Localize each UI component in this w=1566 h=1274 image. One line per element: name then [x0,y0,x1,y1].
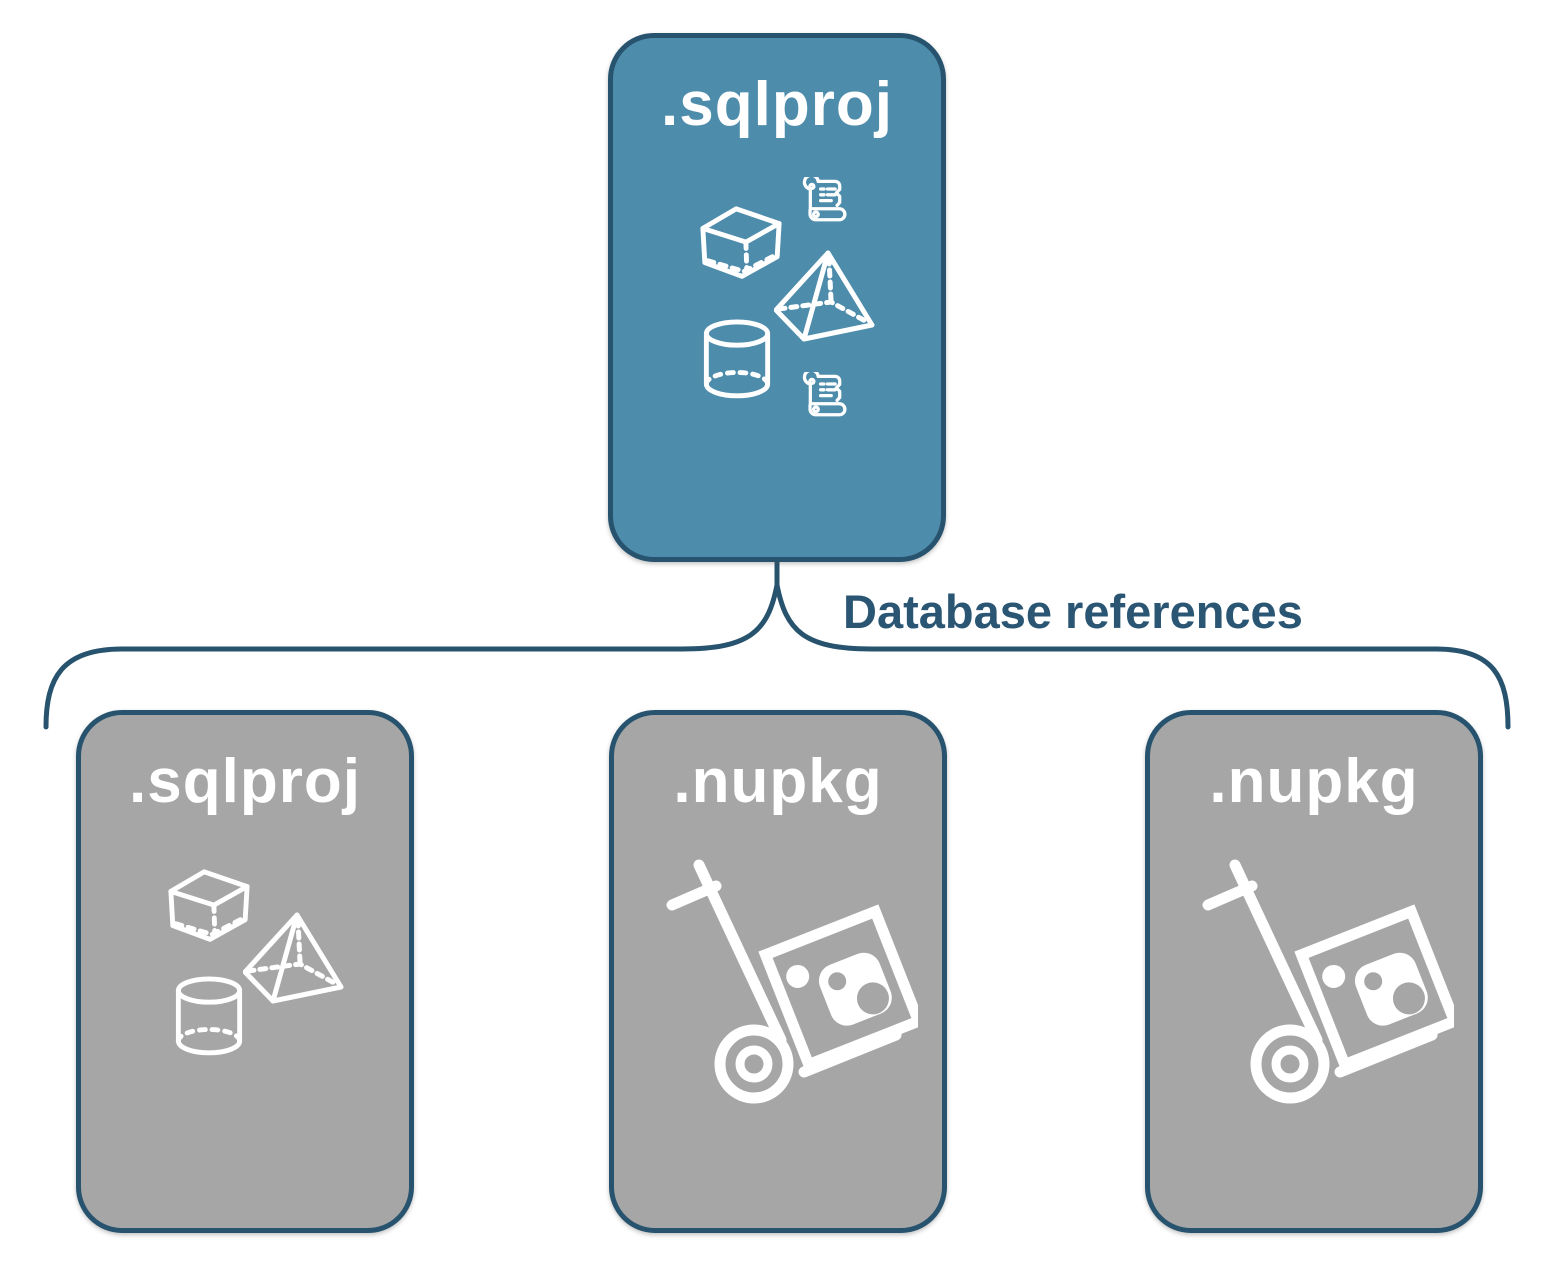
node-label: .sqlproj [661,70,893,139]
cylinder-icon [173,975,245,1059]
package-dolly-icon [1202,858,1454,1106]
node-child-nupkg-2: .nupkg [1145,710,1483,1233]
pyramid-icon [243,911,345,1005]
cylinder-icon [701,318,773,402]
script-scroll-icon [802,372,847,417]
node-child-nupkg-1: .nupkg [609,710,947,1233]
cube-icon [165,865,253,945]
pyramid-icon [774,249,876,343]
script-scroll-icon [802,177,847,222]
package-dolly-icon [666,858,918,1106]
edge-label-database-references: Database references [843,585,1303,638]
node-root-sqlproj: .sqlproj [608,33,946,562]
cube-icon [697,202,785,282]
node-child-sqlproj: .sqlproj [76,710,414,1233]
node-label: .sqlproj [129,747,361,816]
node-label: .nupkg [1209,747,1419,816]
node-label: .nupkg [673,747,883,816]
